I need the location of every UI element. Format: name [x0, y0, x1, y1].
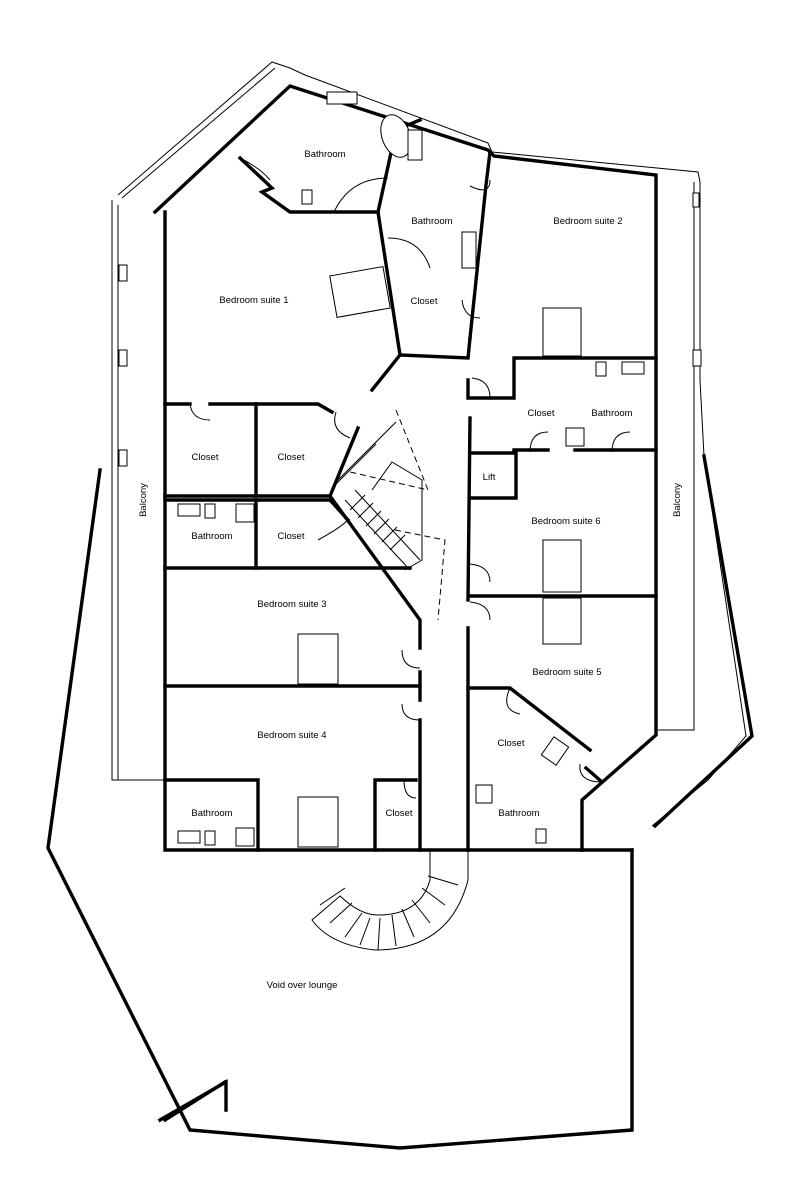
- label-closet-w1: Closet: [192, 452, 219, 463]
- sink-ne: [621, 361, 645, 375]
- label-closet-w3: Closet: [278, 531, 305, 542]
- bed-suite-6: [542, 539, 582, 593]
- door-swings: [189, 157, 631, 799]
- bed-suite-4: [297, 796, 339, 848]
- label-bedroom-suite-3: Bedroom suite 3: [257, 599, 326, 610]
- label-bedroom-suite-5: Bedroom suite 5: [532, 667, 601, 678]
- exterior-walls: [46, 84, 754, 1150]
- bath-counter-n: [461, 231, 477, 269]
- label-bedroom-suite-4: Bedroom suite 4: [257, 730, 326, 741]
- interior-walls: [162, 117, 658, 1123]
- stairs-main: [331, 409, 446, 621]
- bed-suite-2: [542, 307, 582, 357]
- label-closet-s: Closet: [386, 808, 413, 819]
- label-balcony-west: Balcony: [138, 483, 149, 517]
- label-bathroom-w: Bathroom: [191, 531, 232, 542]
- west-window-3: [118, 449, 128, 467]
- toilet-ne: [595, 361, 607, 377]
- label-bedroom-suite-1: Bedroom suite 1: [219, 295, 288, 306]
- balcony-rails: [111, 61, 747, 827]
- toilet-se: [535, 828, 547, 844]
- fixtures: [177, 91, 645, 848]
- sink-nw: [326, 91, 358, 105]
- bed-suite-3: [297, 633, 339, 685]
- bed-suite-5: [542, 597, 582, 645]
- east-window-2: [692, 192, 700, 208]
- label-bedroom-suite-6: Bedroom suite 6: [531, 516, 600, 527]
- stairs-spiral: [311, 850, 469, 951]
- east-window-1: [692, 349, 702, 367]
- label-balcony-east: Balcony: [672, 483, 683, 517]
- sink-w: [177, 503, 201, 517]
- label-bathroom-ne: Bathroom: [591, 408, 632, 419]
- toilet-w: [204, 503, 216, 519]
- toilet-sw: [204, 830, 216, 846]
- label-bathroom-n: Bathroom: [411, 216, 452, 227]
- west-window-1: [118, 264, 128, 282]
- room-labels: Bathroom Bathroom Bedroom suite 2 Bedroo…: [138, 149, 683, 991]
- label-closet-se: Closet: [498, 738, 525, 749]
- label-bedroom-suite-2: Bedroom suite 2: [553, 216, 622, 227]
- label-void-over-lounge: Void over lounge: [267, 980, 338, 991]
- bed-suite-1: [329, 266, 391, 318]
- sink-n: [407, 129, 423, 161]
- label-closet-ne: Closet: [528, 408, 555, 419]
- shower-w: [235, 503, 255, 523]
- shower-se: [475, 784, 493, 804]
- label-bathroom-se: Bathroom: [498, 808, 539, 819]
- label-lift: Lift: [483, 472, 496, 483]
- shower-ne: [565, 427, 585, 447]
- west-window-2: [118, 349, 128, 367]
- label-bathroom-sw: Bathroom: [191, 808, 232, 819]
- shower-sw: [235, 827, 255, 847]
- label-closet-w2: Closet: [278, 452, 305, 463]
- label-closet-n: Closet: [411, 296, 438, 307]
- sink-se: [540, 736, 570, 766]
- label-bathroom-nw: Bathroom: [304, 149, 345, 160]
- sink-sw: [177, 830, 201, 844]
- toilet-nw: [301, 189, 313, 205]
